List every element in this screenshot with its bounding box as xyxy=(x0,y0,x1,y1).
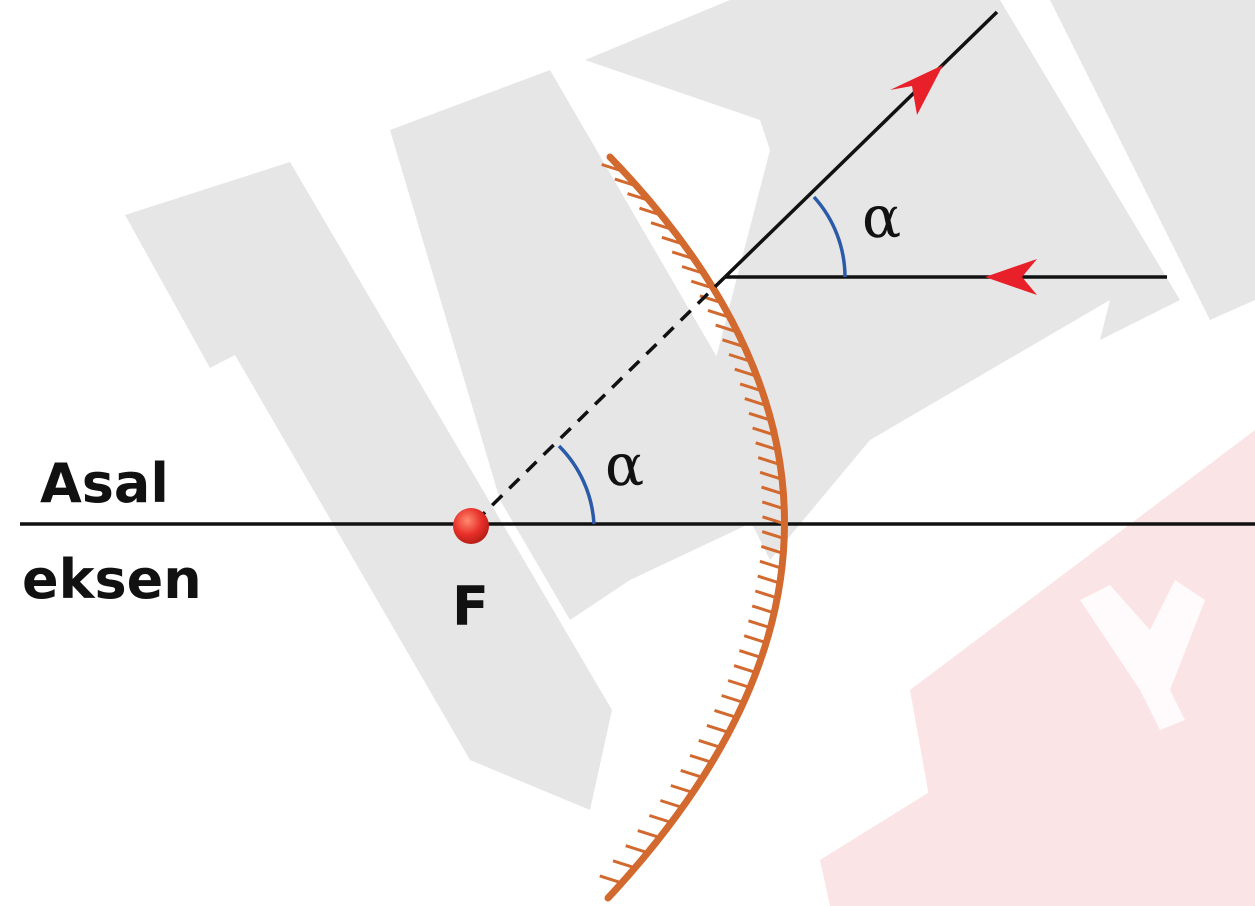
mirror-hatch-mark xyxy=(757,574,781,585)
mirror-hatch-mark xyxy=(637,829,661,840)
watermark-shape-2 xyxy=(390,70,800,620)
reflected-ray xyxy=(723,10,999,279)
mirror-hatch-mark xyxy=(754,589,778,600)
mirror-hatch-mark xyxy=(625,844,649,855)
convex-mirror xyxy=(604,153,788,902)
angle-arc-top xyxy=(812,195,847,278)
reflected-ray-arrowhead xyxy=(890,65,943,115)
watermark xyxy=(125,0,1255,906)
angle-arc-bottom xyxy=(557,444,596,525)
angle-label-bottom: α xyxy=(605,431,644,499)
angle-label-top: α xyxy=(862,183,901,251)
virtual-ray-extension xyxy=(471,275,727,526)
axis-label-line1: Asal xyxy=(40,452,169,515)
mirror-hatch-mark xyxy=(738,649,762,660)
mirror-hatch-mark xyxy=(698,738,722,749)
mirror-hatch-mark xyxy=(751,604,775,615)
mirror-hatch-mark xyxy=(659,799,683,809)
mirror-hatch-mark xyxy=(761,530,785,541)
watermark-shape-1 xyxy=(125,162,612,810)
mirror-hatch-mark xyxy=(733,664,757,675)
mirror-hatch-mark xyxy=(721,694,745,704)
watermark-shape-4 xyxy=(1050,0,1255,320)
incident-ray-arrowhead xyxy=(985,259,1037,295)
axis-label-line2: eksen xyxy=(22,548,202,611)
mirror-hatch-mark xyxy=(680,768,704,779)
mirror-hatch-mark xyxy=(612,859,636,870)
mirror-hatch-mark xyxy=(670,784,694,794)
mirror-hatch-mark xyxy=(760,544,784,555)
mirror-hatch-mark xyxy=(689,753,713,764)
watermark-shape-3 xyxy=(585,0,1180,560)
mirror-hatch-mark xyxy=(706,723,730,734)
mirror-hatch-mark xyxy=(743,634,767,645)
watermark-shape-7 xyxy=(1080,580,1205,730)
mirror-hatch-mark xyxy=(648,814,672,824)
focus-label: F xyxy=(452,575,489,638)
mirror-hatch-mark xyxy=(748,619,771,630)
mirror-hatch-mark xyxy=(759,559,783,570)
mirror-hatch-mark xyxy=(714,708,737,719)
focus-point xyxy=(453,508,489,544)
mirror-hatch-mark xyxy=(727,679,751,689)
